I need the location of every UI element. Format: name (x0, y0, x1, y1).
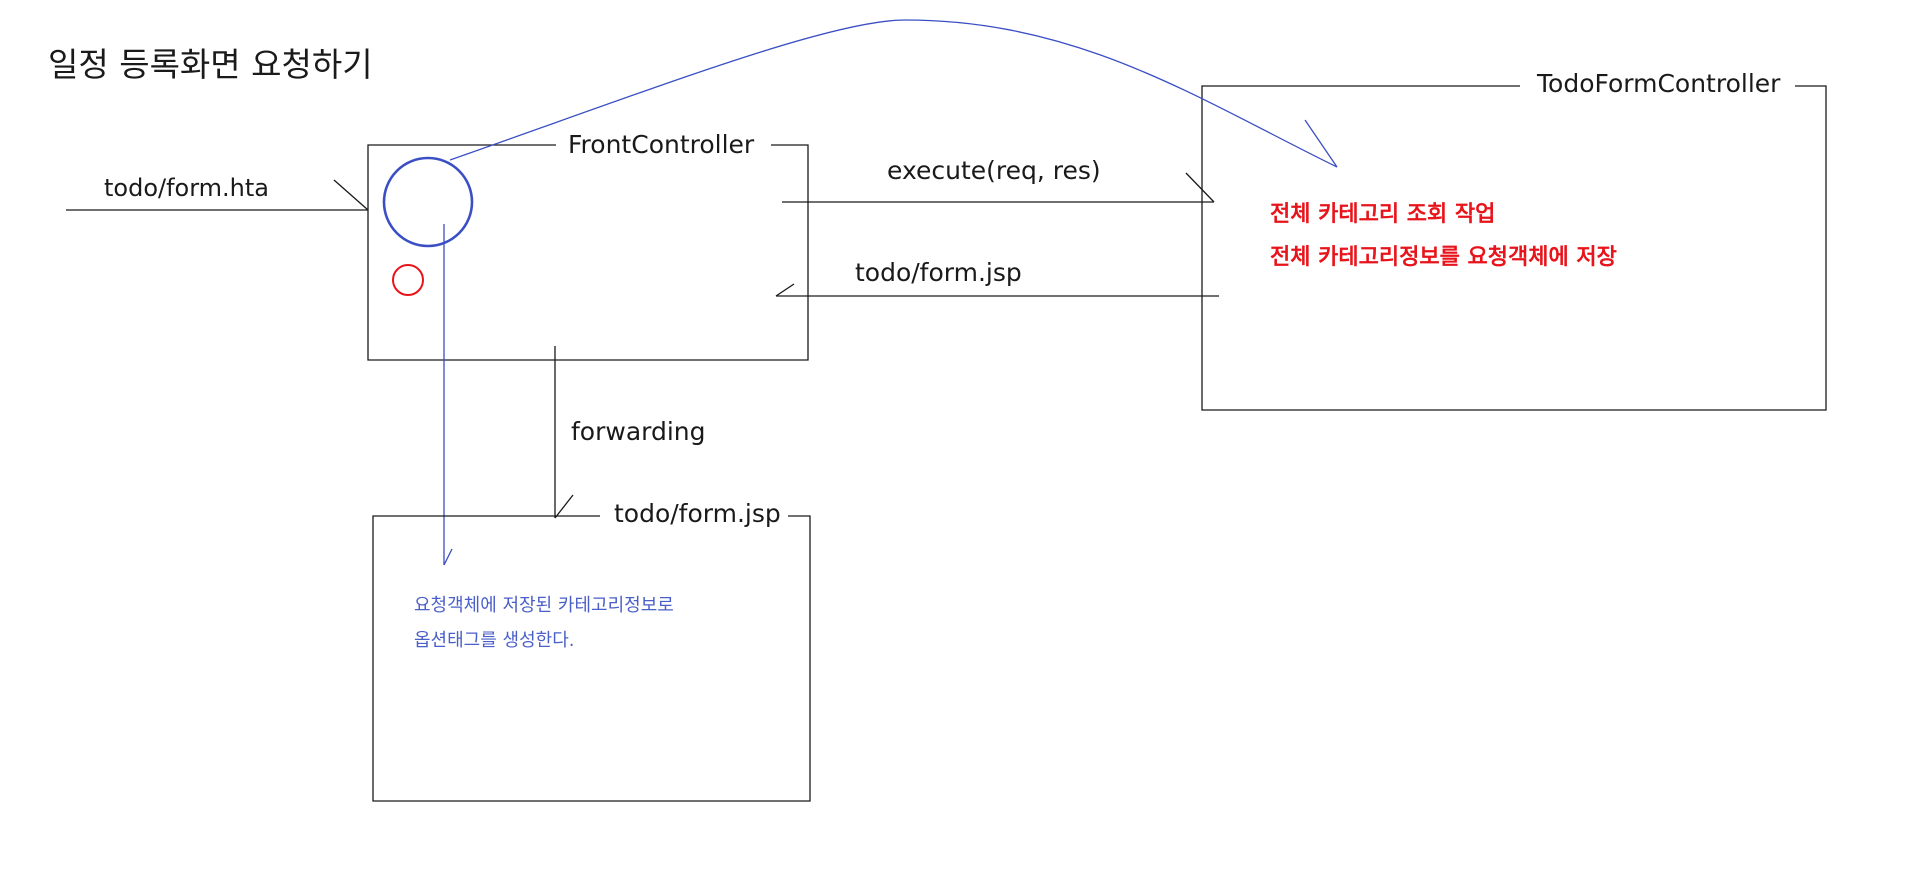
forwarding-arrow (554, 346, 574, 519)
diagram-title: 일정 등록화면 요청하기 (48, 45, 373, 84)
jsp-box-label: todo/form.jsp (614, 499, 781, 528)
todo-form-controller-note-2: 전체 카테고리정보를 요청객체에 저장 (1270, 245, 1617, 270)
dispatch-curve-arrow (449, 19, 1338, 168)
jsp-box (372, 515, 811, 802)
todo-form-controller-note-1: 전체 카테고리 조회 작업 (1270, 202, 1495, 227)
front-controller-red-circle (392, 264, 424, 296)
return-view-arrow (775, 283, 1219, 297)
front-controller-blue-circle (382, 156, 474, 248)
todo-form-controller-box (1201, 85, 1827, 411)
forwarding-arrow-label: forwarding (571, 417, 706, 446)
request-url-label: todo/form.hta (104, 174, 269, 202)
jsp-box-note-1: 요청객체에 저장된 카테고리정보로 (414, 595, 674, 616)
return-view-arrow-label: todo/form.jsp (855, 258, 1022, 287)
front-controller-label: FrontController (568, 130, 755, 159)
execute-arrow (782, 172, 1215, 203)
jsp-box-note-2: 옵션태그를 생성한다. (414, 630, 574, 651)
jsp-data-arrow (443, 224, 453, 566)
front-controller-box (367, 144, 809, 361)
execute-arrow-label: execute(req, res) (887, 156, 1101, 185)
todo-form-controller-label: TodoFormController (1536, 69, 1781, 98)
request-arrow (66, 179, 369, 211)
